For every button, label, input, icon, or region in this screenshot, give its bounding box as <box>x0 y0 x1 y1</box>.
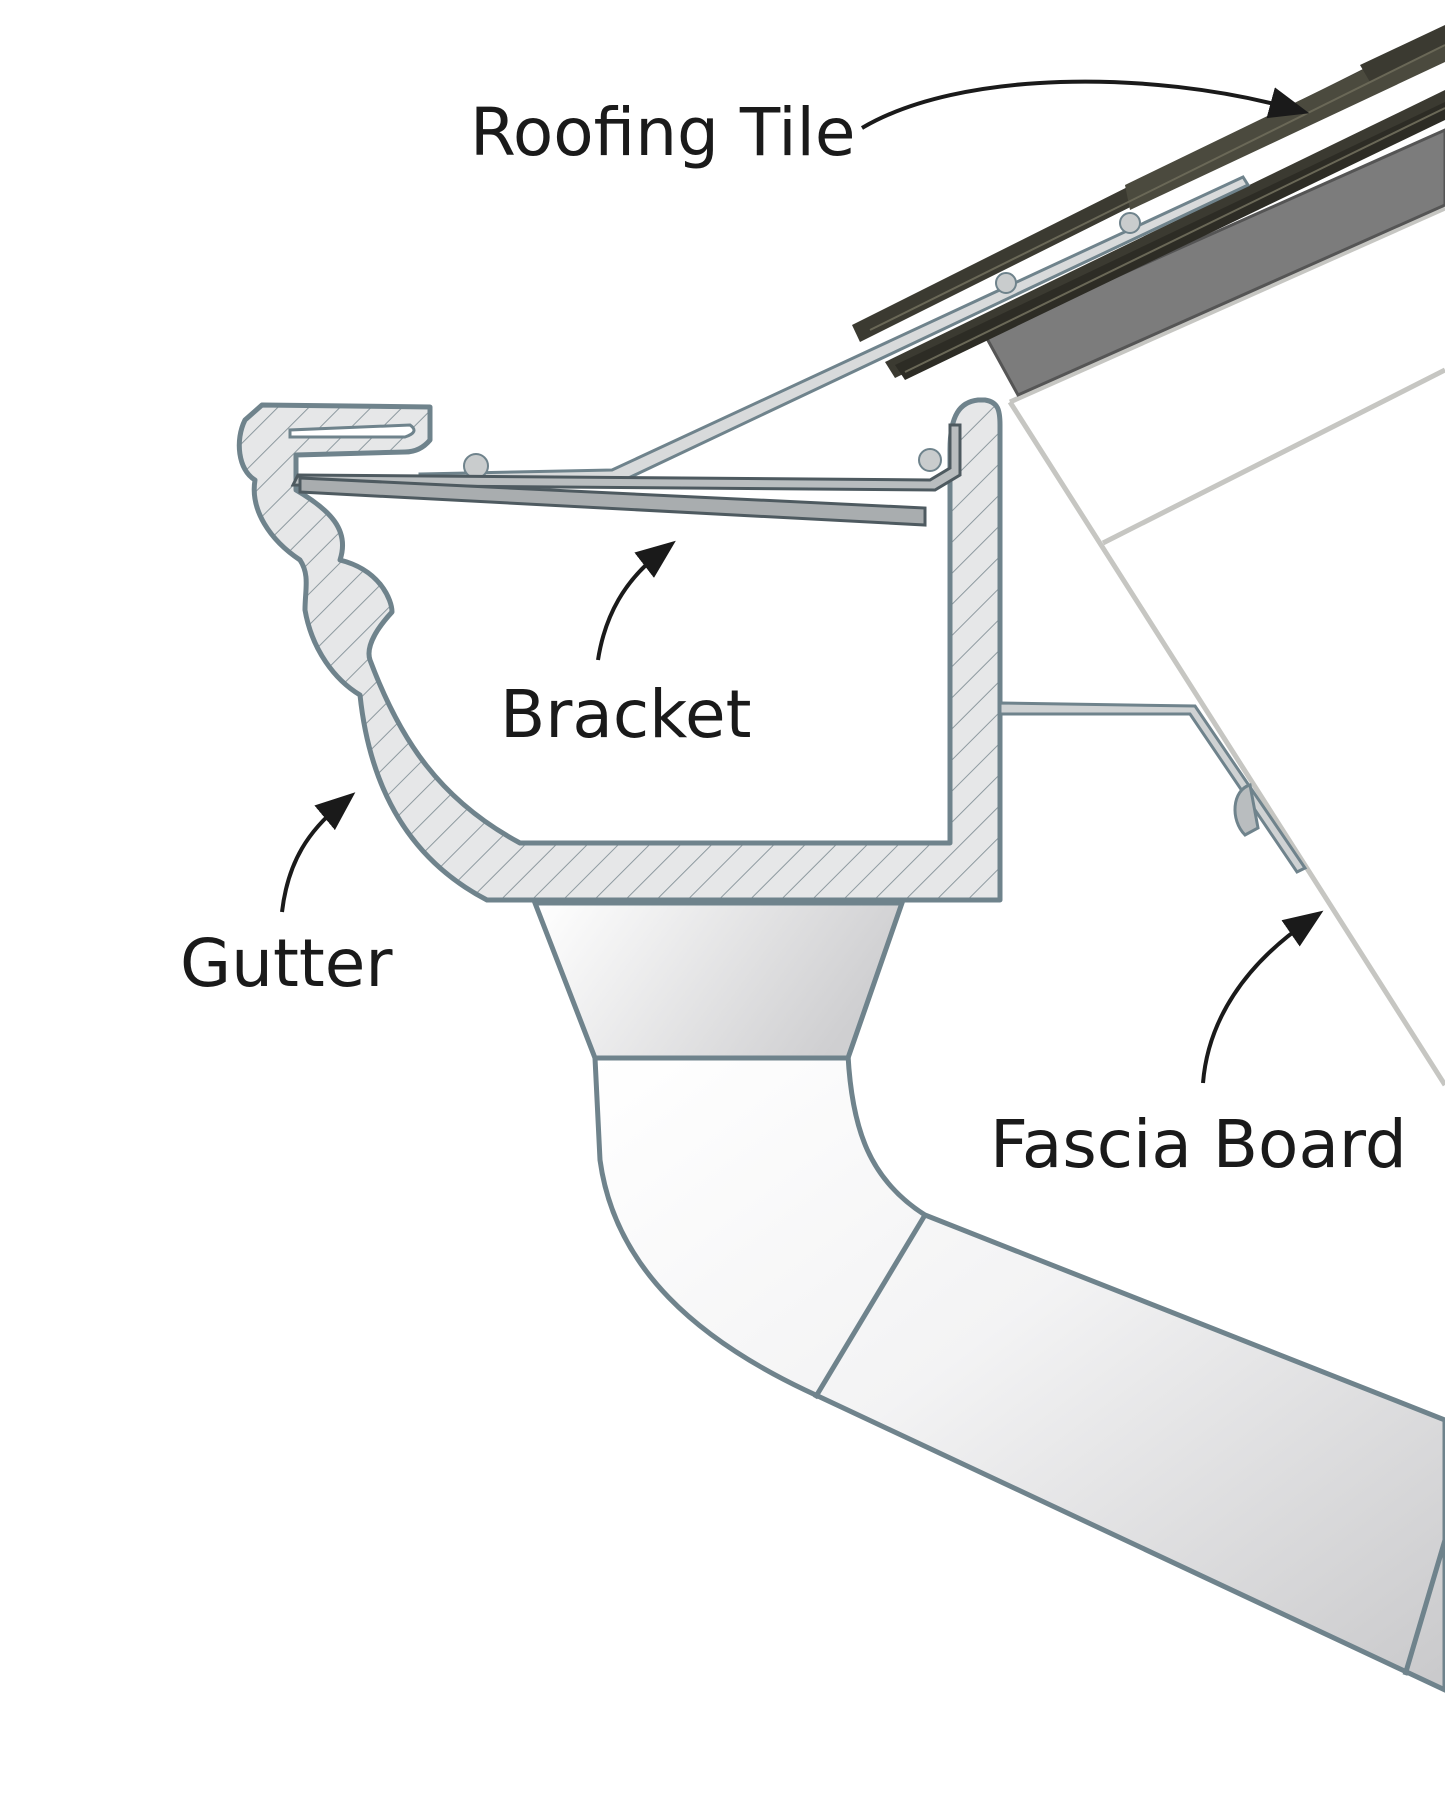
gutter-label: Gutter <box>180 925 393 1002</box>
downspout-outlet <box>531 900 906 1061</box>
downspout-pipe <box>592 1052 1445 1693</box>
roofing-tile-label: Roofing Tile <box>470 94 856 171</box>
roofing-tile-arrow <box>860 79 1310 130</box>
fascia-strap <box>998 701 1308 874</box>
gutter-arrow <box>280 792 356 913</box>
bracket-arrow <box>596 540 676 661</box>
bracket <box>290 423 962 527</box>
bracket-label: Bracket <box>500 676 752 753</box>
fascia-board-label: Fascia Board <box>990 1106 1407 1183</box>
fascia-board-arrow <box>1201 910 1324 1084</box>
rafter-underlay <box>982 128 1445 397</box>
fascia-board <box>1007 205 1445 1087</box>
gutter-body <box>236 397 1003 903</box>
